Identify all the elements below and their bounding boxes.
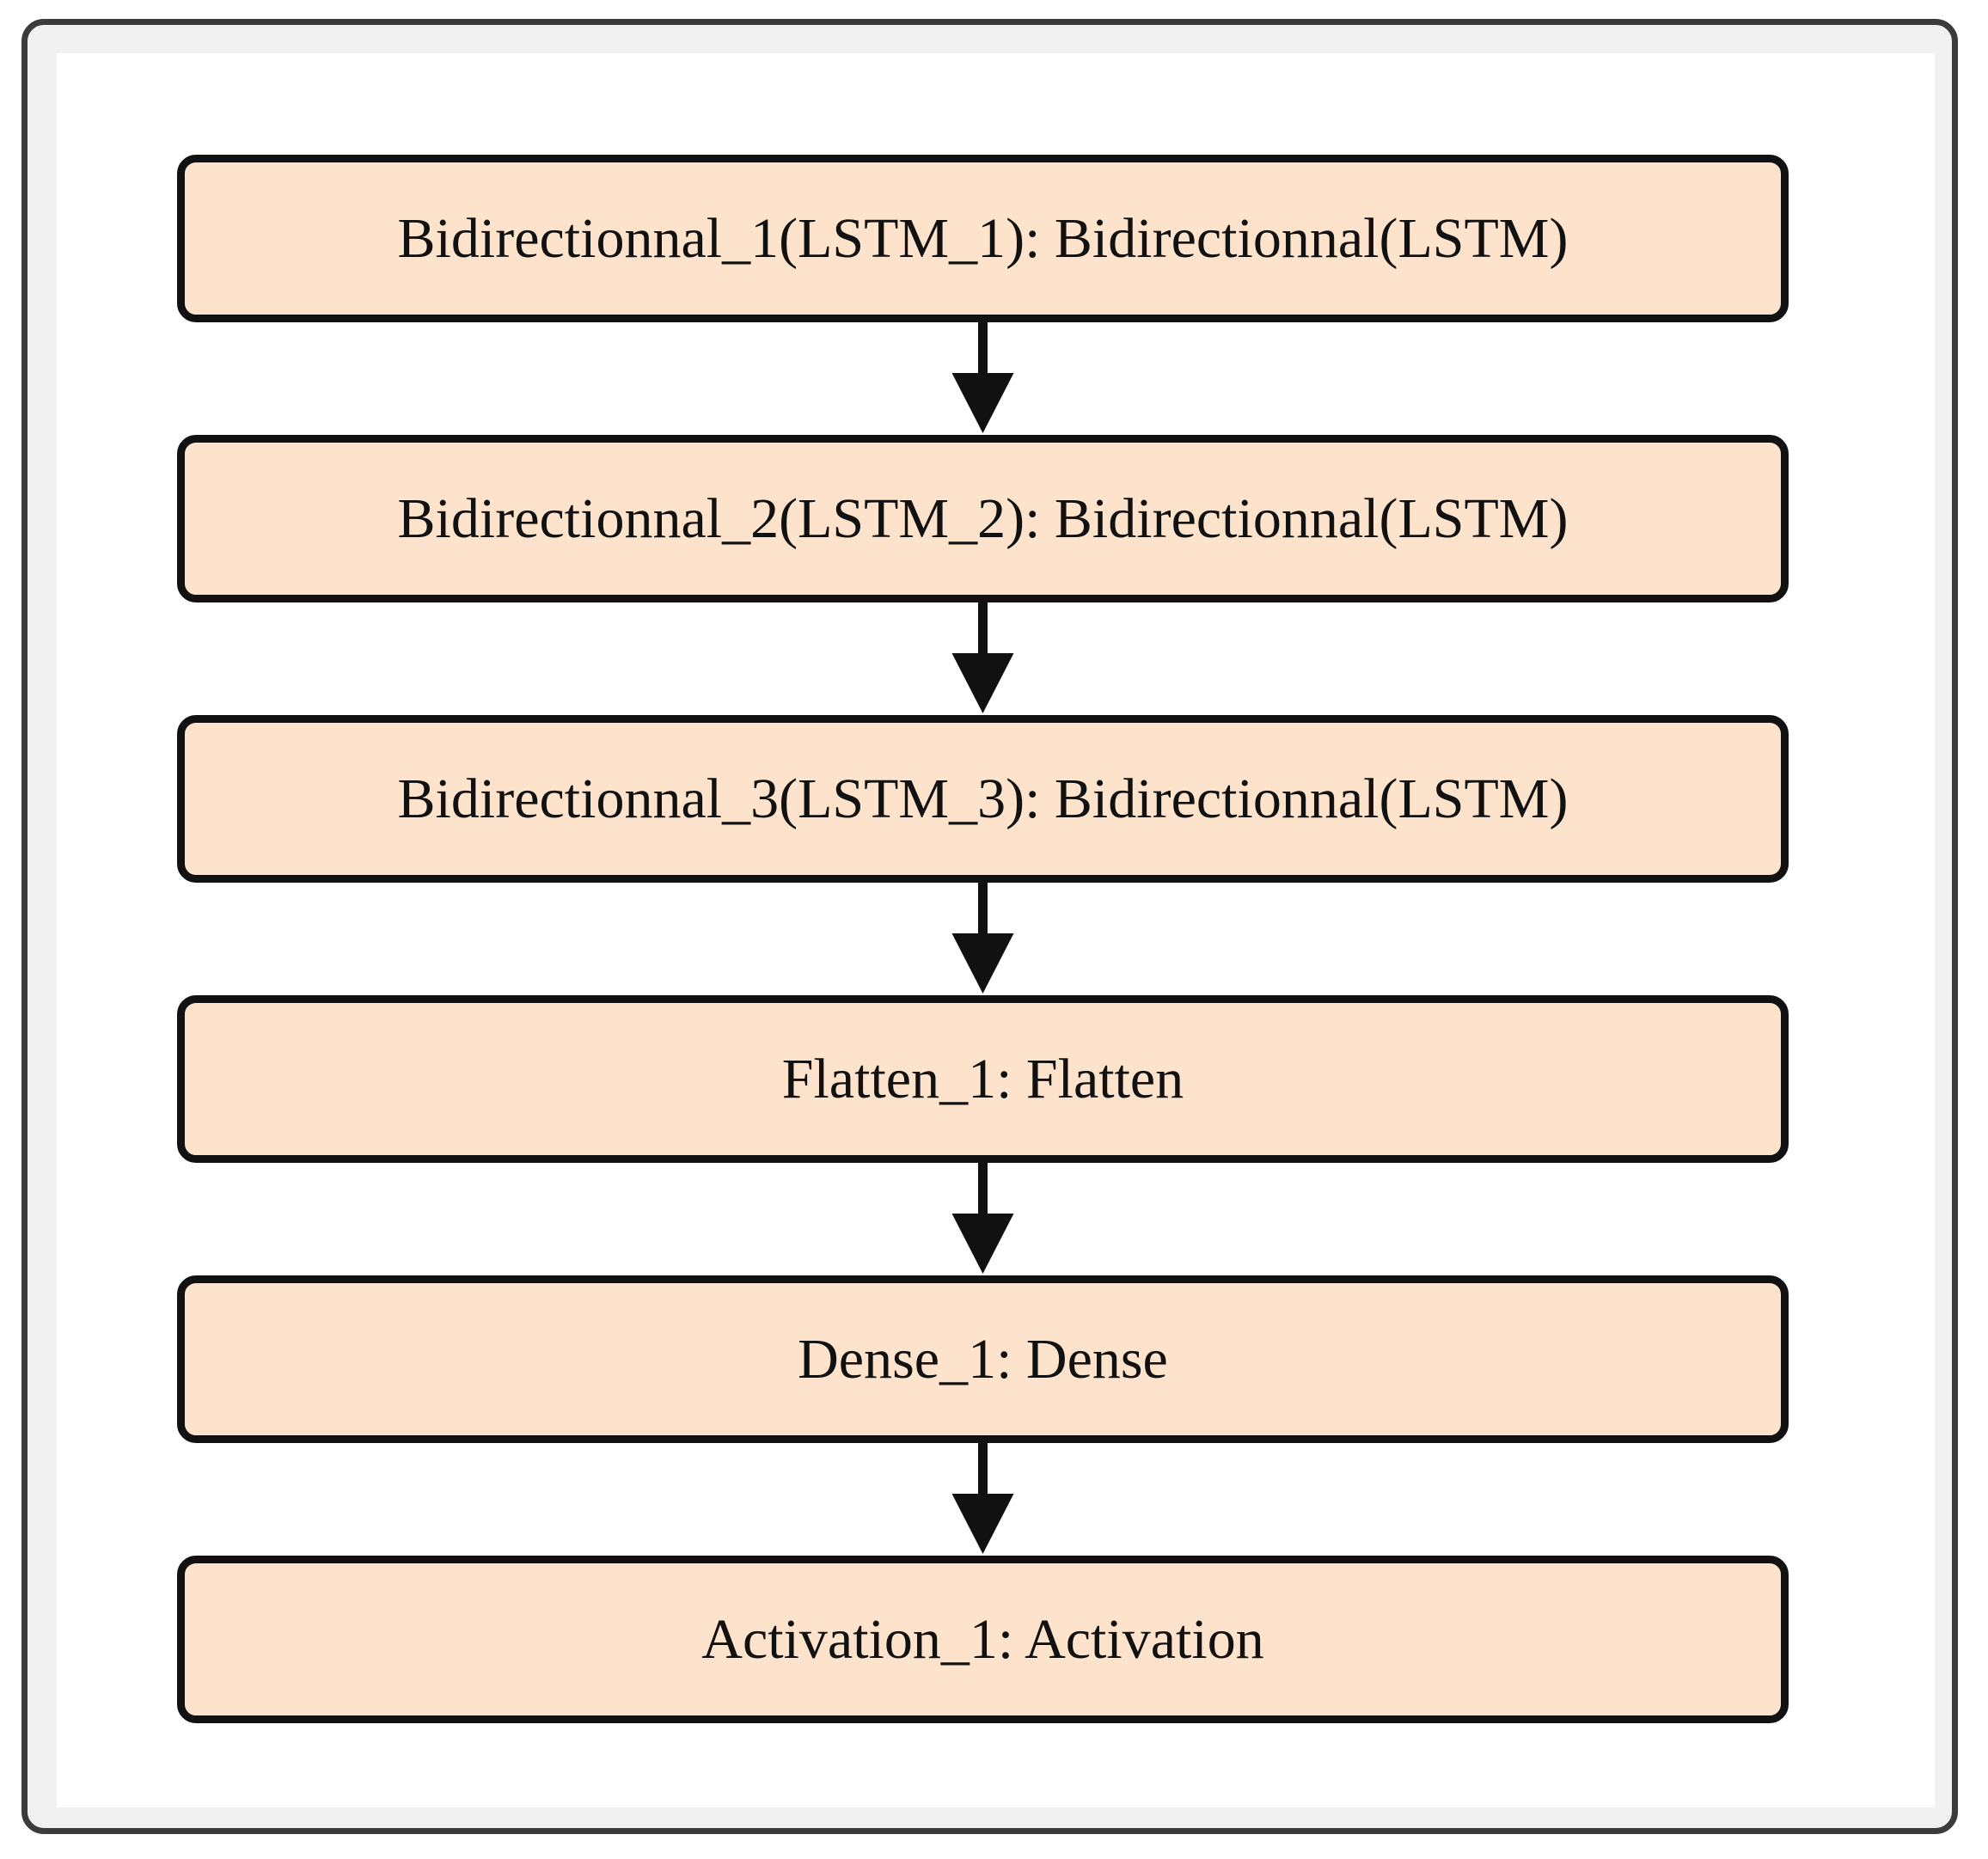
layer-box-3: Bidirectionnal_3(LSTM_3): Bidirectionnal… bbox=[177, 715, 1789, 883]
layer-label: Bidirectionnal_2(LSTM_2): Bidirectionnal… bbox=[397, 486, 1569, 550]
layer-label: Dense_1: Dense bbox=[798, 1327, 1168, 1391]
layer-box-2: Bidirectionnal_2(LSTM_2): Bidirectionnal… bbox=[177, 435, 1789, 602]
arrow-head-4 bbox=[951, 1214, 1014, 1274]
arrow-head-2 bbox=[951, 653, 1014, 713]
layer-box-1: Bidirectionnal_1(LSTM_1): Bidirectionnal… bbox=[177, 155, 1789, 322]
layer-label: Activation_1: Activation bbox=[701, 1607, 1264, 1671]
layer-box-5: Dense_1: Dense bbox=[177, 1275, 1789, 1443]
layer-label: Bidirectionnal_1(LSTM_1): Bidirectionnal… bbox=[397, 206, 1569, 270]
arrow-head-5 bbox=[951, 1494, 1014, 1554]
arrow-head-1 bbox=[951, 373, 1014, 433]
layer-label: Bidirectionnal_3(LSTM_3): Bidirectionnal… bbox=[397, 767, 1569, 830]
arrow-head-3 bbox=[951, 933, 1014, 994]
layer-label: Flatten_1: Flatten bbox=[781, 1047, 1184, 1110]
layer-box-4: Flatten_1: Flatten bbox=[177, 995, 1789, 1163]
layer-box-6: Activation_1: Activation bbox=[177, 1556, 1789, 1723]
